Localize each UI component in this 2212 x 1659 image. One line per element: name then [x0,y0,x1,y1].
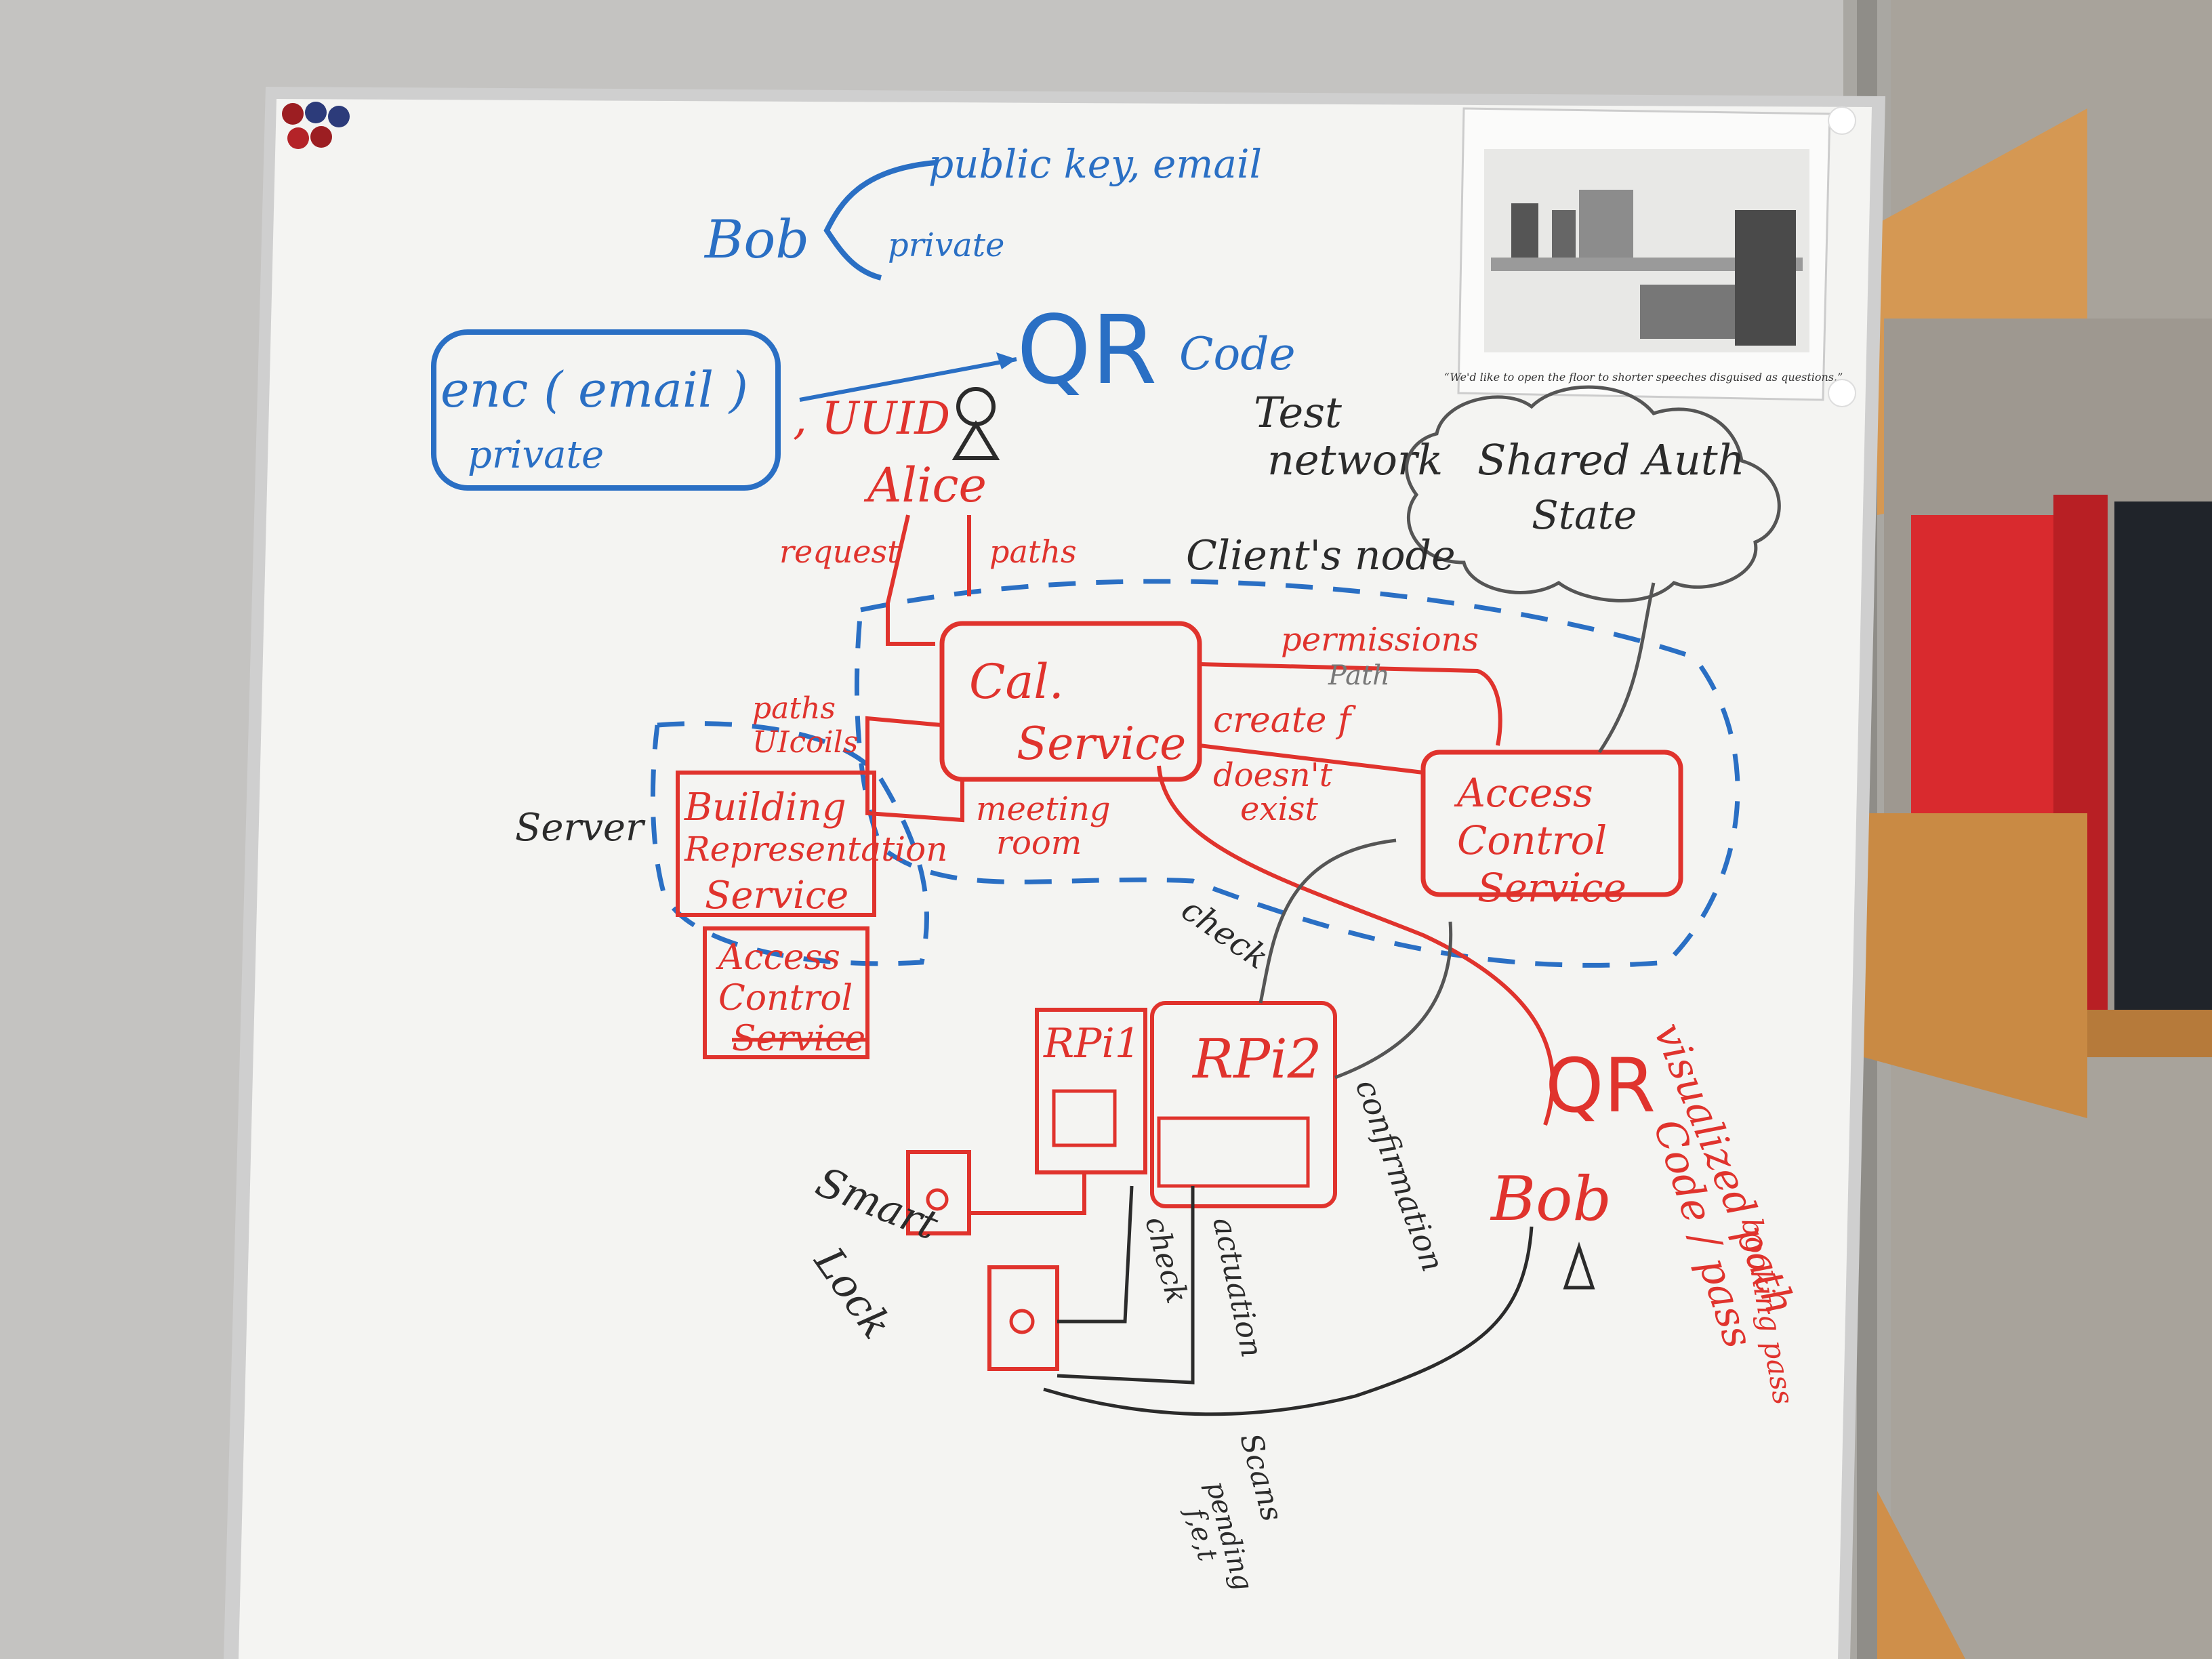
smart-lock-1 [906,1150,971,1235]
qr-label-blue: QR [1017,295,1157,406]
acs-big-3: Service [1477,865,1626,911]
uuid-label: , UUID [793,392,950,445]
private-top: private [888,226,1004,264]
cartoon-caption: “We'd like to open the floor to shorter … [1444,371,1843,384]
shared-auth-label: Shared Auth [1477,435,1745,485]
code-label-blue: Code [1179,328,1296,380]
request-label: request [779,533,900,570]
alice-label: Alice [863,457,987,513]
paths-label: paths [989,533,1077,570]
magnets [282,102,350,149]
client-node-boundary [854,579,1740,968]
uicoils-label: UIcoils [752,725,858,760]
exist-label: exist [1240,790,1318,828]
brs-3: Service [705,874,848,918]
clients-node-label: Client's node [1186,532,1456,579]
create-f-label: create f [1213,700,1356,741]
access-control-box-small [703,926,869,1059]
room-label: room [996,824,1082,862]
path-label: Path [1328,660,1390,691]
rpi2-label: RPi2 [1191,1027,1322,1090]
permissions-label: permissions [1281,621,1479,659]
network-label: network [1267,435,1443,485]
brs-2: Representation [684,830,947,869]
server-boundary [650,721,929,966]
bob-bottom-label: Bob [1490,1164,1612,1235]
shelf-board-middle [1864,813,2087,1118]
acs-small-3: Service [732,1019,865,1059]
access-control-box-big [1420,750,1683,897]
smart-lock-2 [987,1265,1059,1371]
shared-auth-cloud [1405,385,1781,602]
acs-small-2: Control [718,978,853,1019]
server-label: Server [515,806,646,850]
rpi2-box [1150,1001,1337,1208]
acs-big-1: Access [1454,770,1593,816]
blue-notes: Bob public key, email private QR Code en… [431,141,1740,968]
test-label: Test [1254,388,1342,437]
acs-big-2: Control [1457,817,1607,863]
bob-label: Bob [703,209,809,270]
black-binder [2114,501,2212,1017]
meeting-label: meeting [976,790,1111,828]
service-label: Service [1017,718,1186,770]
state-label: State [1532,492,1637,538]
red-notes: , UUID Alice request paths Cal. Service … [676,387,1805,1407]
enc-box [431,329,781,491]
shelf-board-bottom [1877,1491,1965,1659]
doesnt-label: doesn't [1213,756,1333,794]
enc-private: private [468,433,604,477]
qr-label-red: QR [1545,1042,1656,1129]
rpi1-label: RPi1 [1043,1020,1141,1067]
new-yorker-cartoon: “We'd like to open the floor to shorter … [1444,106,1856,407]
public-key-email: public key, email [928,141,1262,187]
rpi1-box [1035,1008,1147,1174]
paths2-label: paths [752,691,836,726]
cal-label: Cal. [969,654,1064,710]
brs-1: Building [684,785,846,830]
building-rep-box [676,771,876,917]
acs-small-1: Access [716,937,840,978]
bookshelf [1864,0,2212,1659]
cal-service-box [939,621,1202,782]
bob-person-icon [1563,1242,1595,1290]
enc-email: enc ( email ) [441,361,748,418]
